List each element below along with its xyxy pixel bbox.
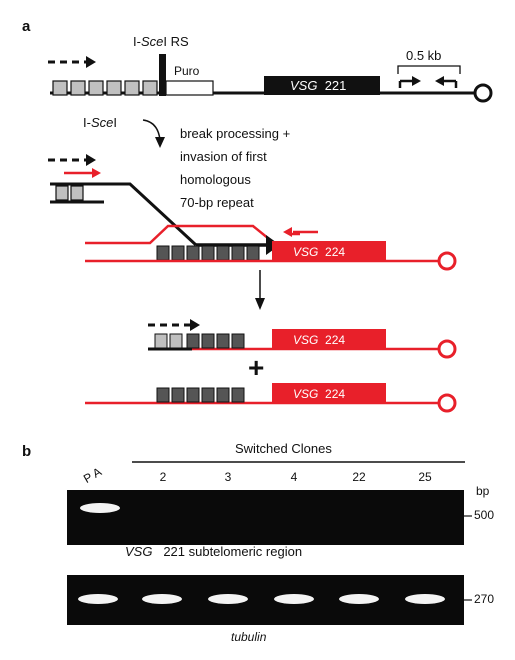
repeat-boxes-light [52,80,158,96]
gel2-caption: tubulin [231,630,267,644]
panel-a-label: a [22,18,31,35]
lane-label-22: 22 [352,470,366,484]
vsg224-label-2: VSG 224 [293,333,346,347]
telomere-end [473,83,493,103]
bp-label: bp [476,484,490,498]
tubulin-bands [78,594,445,604]
lane-label-3: 3 [224,470,232,484]
vsg224-label-3: VSG 224 [293,387,346,401]
plus-sign: + [248,352,265,383]
invasion-intermediate [48,154,457,271]
product-2 [85,383,457,413]
panel-b-label: b [22,443,32,460]
lane-label-4: 4 [290,470,298,484]
lane-label-2: 2 [159,470,167,484]
isce-enzyme-label: I-SceI [83,115,117,130]
process-line-1: break processing + [180,126,291,141]
vsg221-box [264,76,380,95]
isce-site-marker [159,54,166,96]
gel1-caption: VSG 221 subtelomeric region [125,544,303,559]
isce-rs-label: I-SceI RS [133,34,189,49]
puro-box [165,80,214,96]
gel-bottom [67,575,464,625]
scale-label: 0.5 kb [406,48,442,63]
process-line-4: 70-bp repeat [180,195,254,210]
scale-bar [397,65,461,74]
size-marker-500: 500 [474,508,495,522]
band-pa-vsg221 [80,503,120,513]
size-marker-270: 270 [474,592,495,606]
process-line-2: invasion of first [180,149,267,164]
vsg224-label-1: VSG 224 [293,245,346,259]
process-line-3: homologous [180,172,251,187]
product-1 [148,319,457,359]
vsg221-label: VSG 221 [290,78,347,93]
switched-clones-header: Switched Clones [235,441,332,456]
gel-top [67,490,464,545]
vsg224-box-invasion [272,241,386,262]
original-locus [48,54,493,103]
lane-label-25: 25 [418,470,432,484]
puro-label: Puro [174,64,200,78]
